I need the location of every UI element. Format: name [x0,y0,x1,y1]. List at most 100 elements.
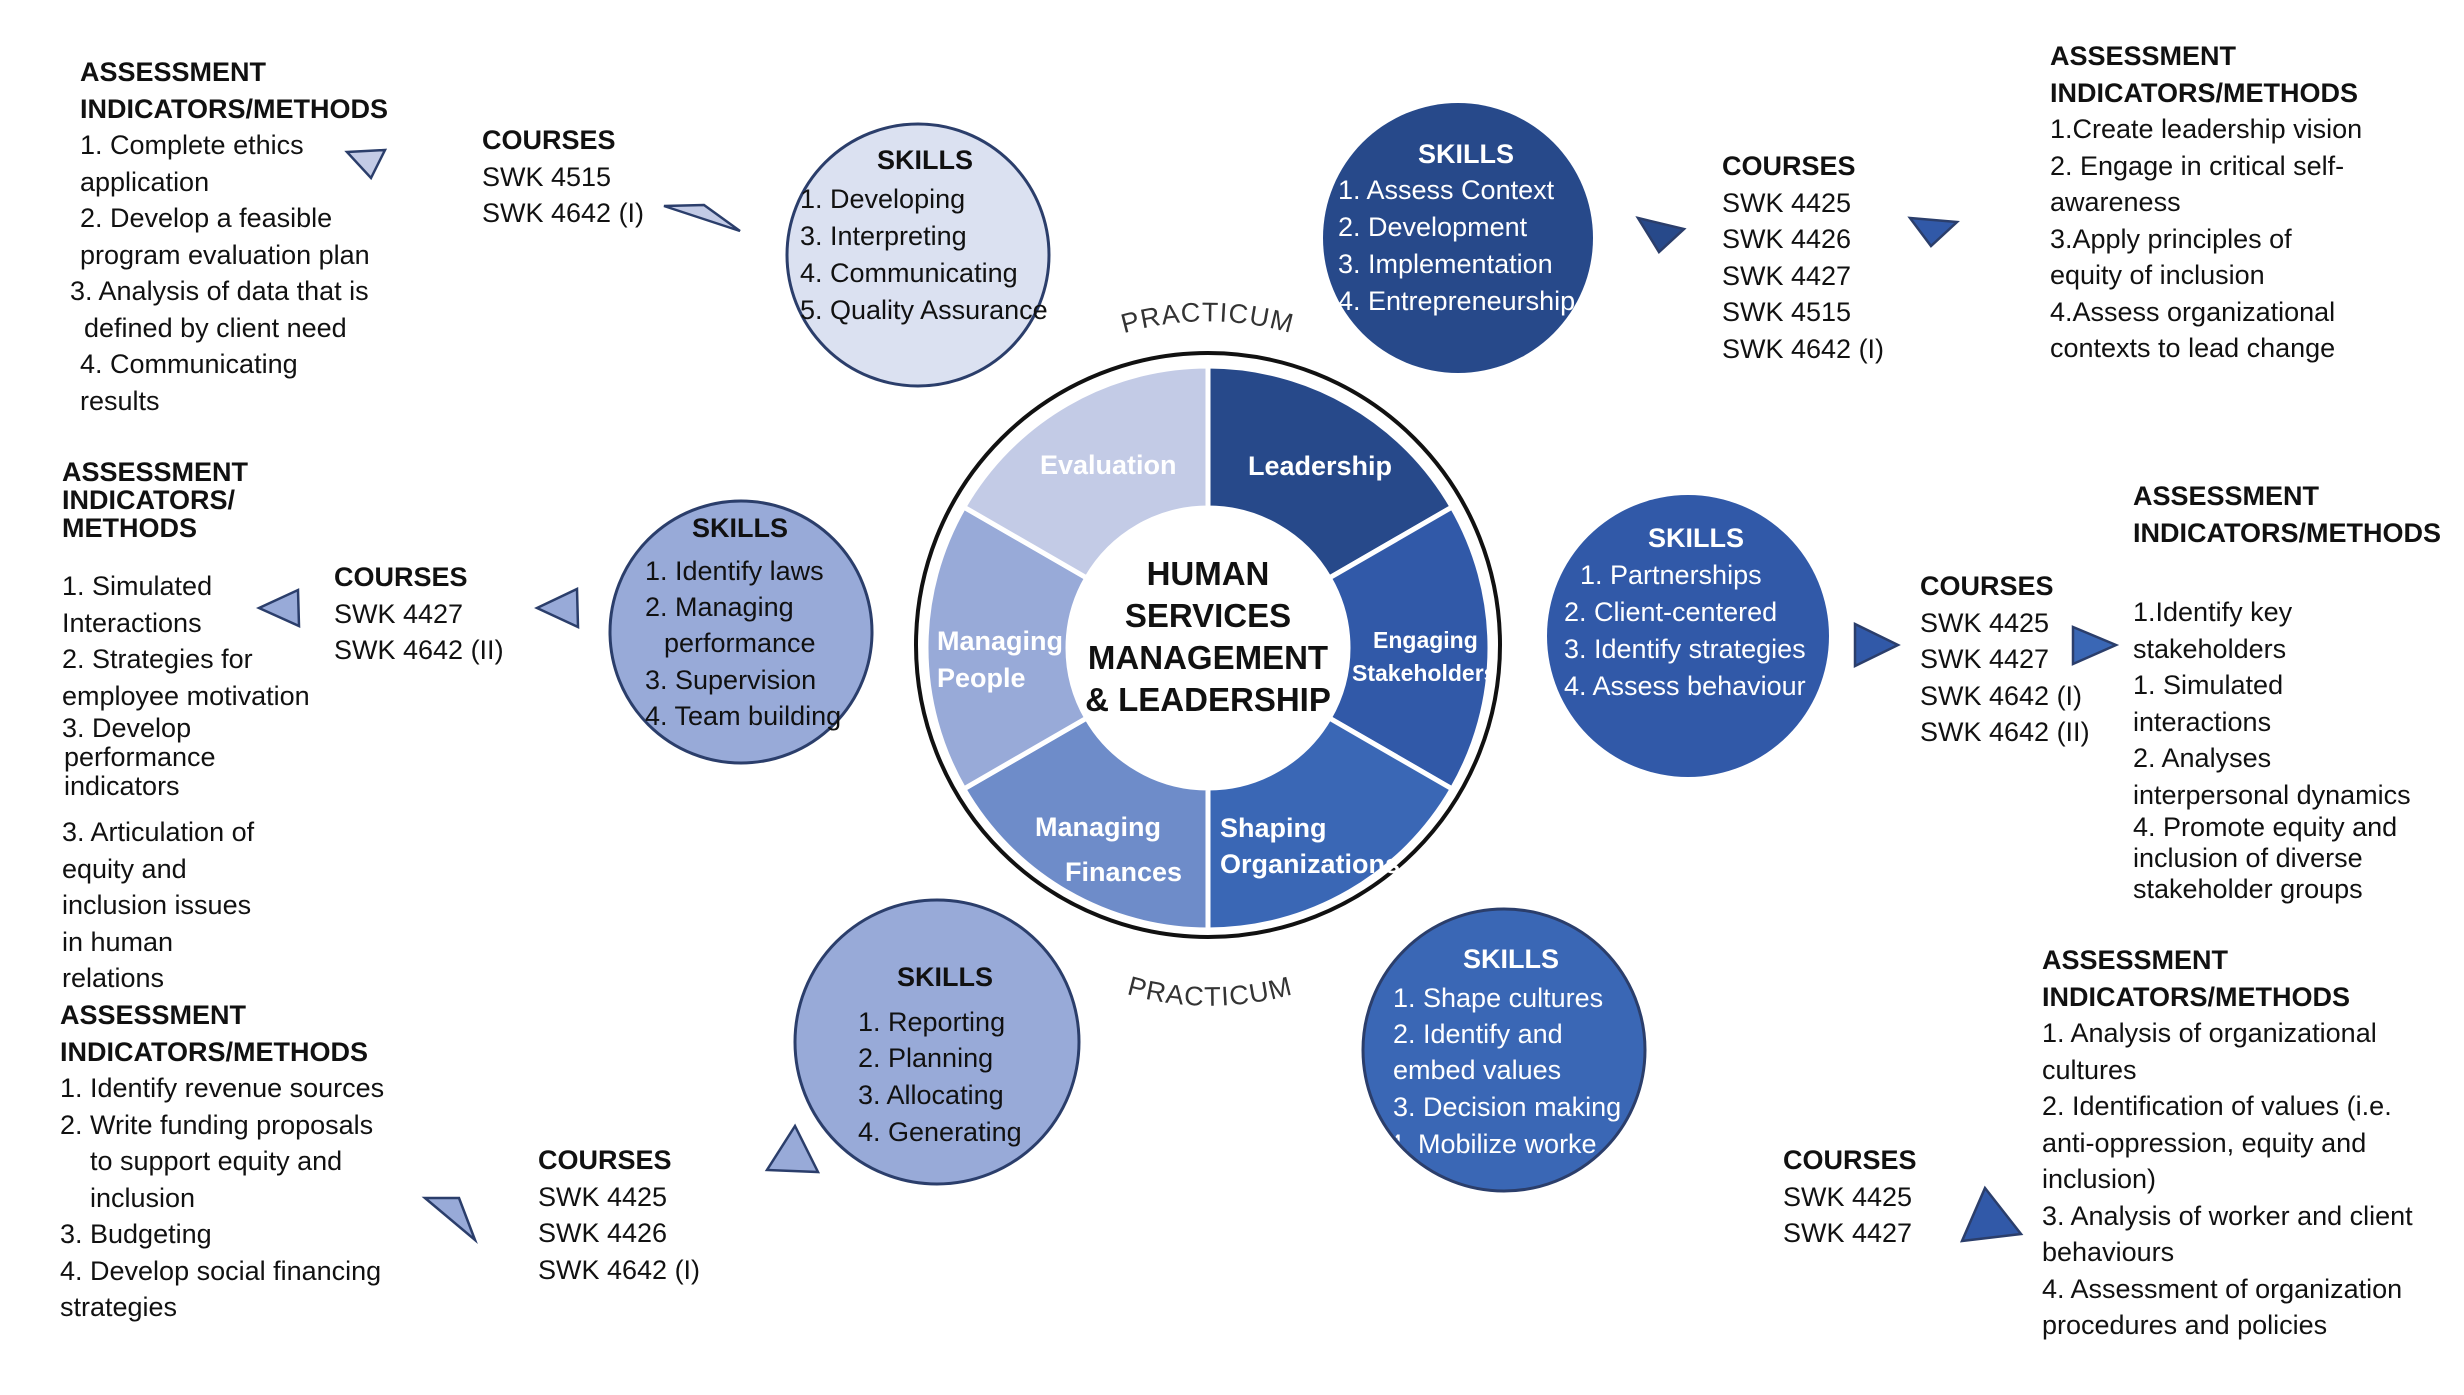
skills-heading-evaluation: SKILLS [877,145,973,175]
arrow-leadership-skills-to-courses-icon [1635,216,1687,254]
assessment-block-leadership: ASSESSMENT INDICATORS/METHODS 1.Create l… [2050,38,2362,367]
assessment-heading-1: ASSESSMENT [80,57,267,87]
assessment-heading-2: INDICATORS/ [62,485,236,515]
assessment-list-engaging: 1.Identify key stakeholders 1. Simulated… [2133,594,2411,813]
assessment-item: procedures and policies [2042,1310,2328,1340]
center-title-line-1: HUMAN [1147,555,1270,592]
assessment-item: performance [64,742,216,772]
course-item: SWK 4515 [1722,297,1852,327]
assessment-block-evaluation: ASSESSMENT INDICATORS/METHODS 1. Complet… [70,54,388,419]
skills-circle-engaging [1547,495,1829,777]
skills-circle-people [608,499,874,765]
assessment-item: relations [62,963,165,993]
assessment-item: 1. Identify revenue sources [60,1073,385,1103]
assessment-item: 2. Strategies for [62,644,253,674]
skill-evaluation-1: 1. Developing [800,184,965,214]
assessment-heading-1: ASSESSMENT [60,1000,247,1030]
assessment-item: 3. Develop [62,713,192,743]
skill-shaping-4: 3. Decision making [1393,1092,1621,1122]
skill-leadership-3: 3. Implementation [1338,249,1553,279]
skill-finances-2: 2. Planning [858,1043,993,1073]
assessment-item: defined by client need [84,312,347,343]
course-item: SWK 4426 [1722,224,1852,254]
assessment-item: Interactions [62,607,202,638]
assessment-block-engaging: ASSESSMENT INDICATORS/METHODS [2133,478,2441,551]
segment-label-people-1: Managing [937,626,1063,656]
course-item: SWK 4425 [538,1181,668,1212]
assessment-heading-2: INDICATORS/METHODS [2050,77,2359,108]
course-item: SWK 4425 [1722,187,1852,218]
segment-label-shaping-1: Shaping [1220,813,1327,843]
skills-circle-shaping [1361,907,1647,1193]
courses-heading: COURSES [1722,151,1856,181]
assessment-item: interpersonal dynamics [2133,779,2411,810]
assessment-item: employee motivation [62,680,310,711]
skill-people-3: performance [664,628,816,658]
assessment-item: 2. Analyses [2133,743,2272,773]
skill-leadership-2: 2. Development [1338,212,1528,242]
course-item: SWK 4642 (I) [482,198,645,228]
assessment-heading-3: METHODS [62,513,197,543]
course-item: SWK 4427 [334,598,464,629]
assessment-list-people: 1. Simulated Interactions 2. Strategies … [62,568,310,714]
assessment-item: equity and [62,853,187,884]
courses-heading: COURSES [482,125,616,155]
courses-heading: COURSES [1920,571,2054,601]
assessment-item: to support equity and [90,1146,343,1176]
assessment-heading-2: INDICATORS/METHODS [2042,981,2351,1012]
assessment-item: 3.Apply principles of [2050,223,2292,254]
course-item: SWK 4642 (II) [1920,717,2090,747]
assessment-item: interactions [2133,706,2272,737]
assessment-item: 2. Develop a feasible [80,203,333,233]
courses-block-people: COURSES SWK 4427 SWK 4642 (II) [334,559,504,669]
skill-shaping-1: 1. Shape cultures [1393,983,1603,1013]
center-title-line-3: MANAGEMENT [1088,639,1328,676]
practicum-bottom-label: PRACTICUM [1125,971,1294,1012]
center-title-line-4: & LEADERSHIP [1085,681,1331,718]
segment-label-evaluation: Evaluation [1040,450,1177,480]
skills-heading-finances: SKILLS [897,962,993,992]
assessment-item: contexts to lead change [2050,333,2336,363]
skill-evaluation-4: 5. Quality Assurance [800,295,1048,325]
assessment-item: 1.Create leadership vision [2050,114,2363,144]
assessment-item: 2. Engage in critical self- [2050,150,2345,181]
arrow-evaluation-skills-to-courses-icon [663,203,741,233]
courses-block-evaluation: COURSES SWK 4515 SWK 4642 (I) [482,122,644,232]
skills-circle-leadership [1323,103,1593,373]
course-item: SWK 4427 [1783,1218,1913,1248]
assessment-item: 1. Complete ethics [80,130,304,160]
skill-shaping-3: embed values [1393,1055,1561,1085]
assessment-list-people-3: 3. Articulation of equity and inclusion … [62,814,254,997]
segment-label-finances-1: Managing [1035,812,1161,842]
practicum-ring [914,351,1502,939]
assessment-item: inclusion [90,1182,196,1213]
assessment-item: 4.Assess organizational [2050,296,2336,327]
skill-finances-4: 4. Generating [858,1117,1022,1147]
skills-circle-evaluation [785,122,1051,388]
assessment-item: behaviours [2042,1237,2175,1267]
segment-label-engaging-2: Stakeholders [1352,660,1496,686]
center-title-line-2: SERVICES [1125,597,1291,634]
course-item: SWK 4642 (I) [1920,680,2083,711]
assessment-item: 2. Identification of values (i.e. [2042,1091,2392,1121]
course-item: SWK 4642 (I) [538,1254,701,1285]
arrow-leadership-courses-to-assessment-icon [1907,216,1960,248]
arrow-evaluation-to-assessment-icon [344,148,388,181]
assessment-item: 3. Analysis of worker and client [2042,1200,2413,1231]
skill-engaging-2: 2. Client-centered [1564,597,1777,627]
course-item: SWK 4427 [1722,260,1852,291]
arrow-people-skills-to-courses-icon [534,587,580,629]
practicum-top-label: PRACTICUM [1118,297,1296,339]
skill-engaging-3: 3. Identify strategies [1564,634,1806,664]
skill-engaging-4: 4. Assess behaviour [1564,671,1806,701]
arrow-shaping-courses-to-assessment-icon [1959,1185,2024,1243]
center-circle [1068,508,1348,788]
assessment-item: inclusion of diverse [2133,843,2363,873]
skill-leadership-4: 4. Entrepreneurship [1338,286,1575,316]
skill-evaluation-2: 3. Interpreting [800,221,967,251]
skill-engaging-1: 1. Partnerships [1580,560,1762,590]
arrow-people-courses-to-assessment-icon [255,588,301,628]
assessment-item: inclusion) [2042,1164,2157,1194]
skill-finances-3: 3. Allocating [858,1080,1004,1110]
